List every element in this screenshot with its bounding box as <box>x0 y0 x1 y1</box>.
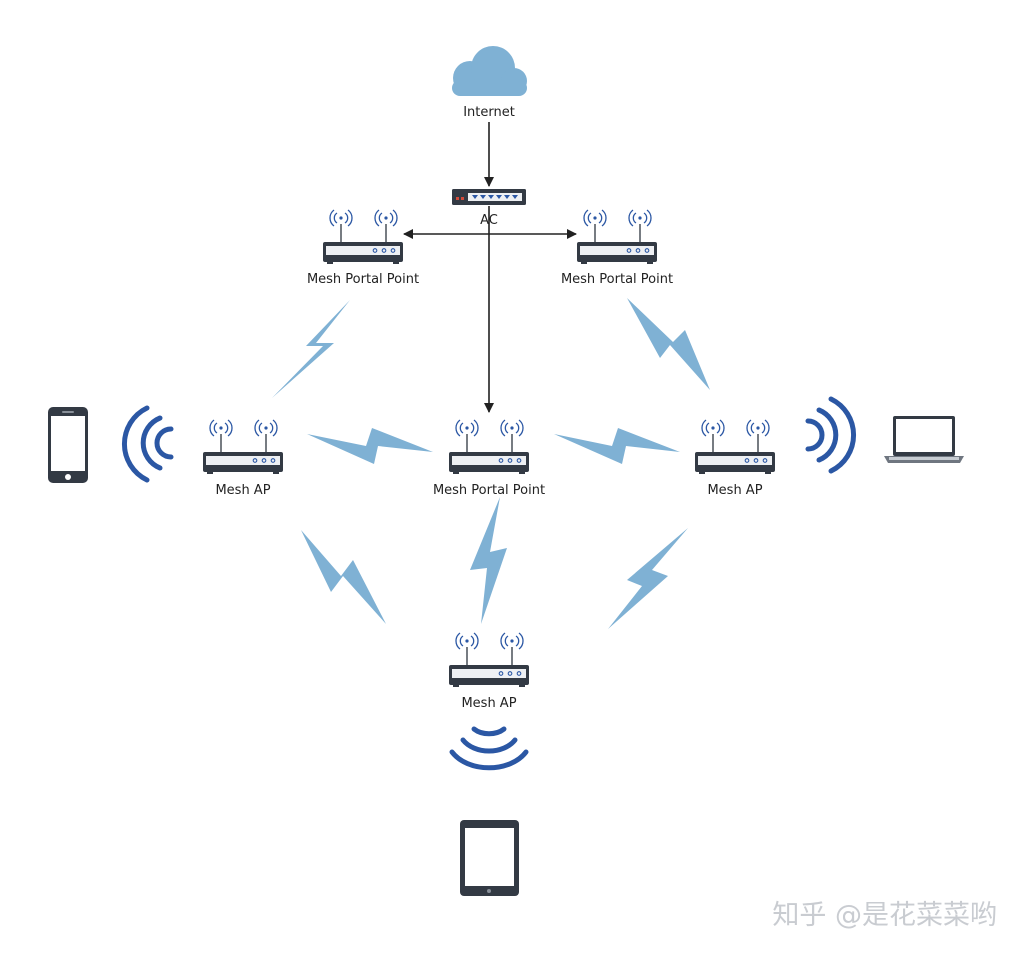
router-icon <box>576 209 658 265</box>
wifi-wave-left <box>122 405 174 483</box>
wireless-link-portal-left-ap-left <box>272 300 350 398</box>
internet-node: Internet <box>452 46 527 120</box>
ap-right-label: Mesh AP <box>707 483 762 498</box>
ap-left-label: Mesh AP <box>215 483 270 498</box>
portal-left-node: Mesh Portal Point <box>307 209 419 287</box>
wired-links <box>403 122 577 413</box>
wireless-link-portal-center-ap-right <box>554 428 680 464</box>
wifi-wave-bottom <box>449 726 529 771</box>
portal-center-node: Mesh Portal Point <box>433 419 545 498</box>
portal-right-label: Mesh Portal Point <box>561 272 673 287</box>
ac-label: AC <box>480 213 498 228</box>
laptop-client <box>884 416 964 463</box>
wireless-link-portal-center-ap-bottom <box>470 497 507 624</box>
laptop-icon <box>884 416 964 463</box>
router-icon <box>694 419 776 475</box>
router-icon <box>448 632 530 688</box>
router-icon <box>202 419 284 475</box>
phone-client <box>48 407 88 483</box>
portal-right-node: Mesh Portal Point <box>561 209 673 287</box>
ap-bottom-label: Mesh AP <box>461 696 516 711</box>
internet-label: Internet <box>463 105 515 120</box>
wireless-link-ap-left-portal-center <box>307 428 433 464</box>
switch-icon <box>452 189 526 205</box>
ap-right-node: Mesh AP <box>694 419 776 498</box>
portal-center-label: Mesh Portal Point <box>433 483 545 498</box>
wireless-links <box>272 298 710 629</box>
router-icon <box>448 419 530 475</box>
ap-bottom-node: Mesh AP <box>448 632 530 711</box>
tablet-icon <box>460 820 519 896</box>
portal-left-label: Mesh Portal Point <box>307 272 419 287</box>
tablet-client <box>460 820 519 896</box>
wireless-link-ap-right-ap-bottom <box>608 528 688 629</box>
router-icon <box>322 209 404 265</box>
cloud-icon <box>452 46 527 96</box>
watermark: 知乎 @是花菜菜哟 <box>772 900 997 931</box>
wireless-link-ap-left-ap-bottom <box>301 530 386 624</box>
wireless-link-portal-right-ap-right <box>627 298 710 390</box>
wifi-wave-right <box>805 396 856 474</box>
ac-node: AC <box>452 189 526 228</box>
ap-left-node: Mesh AP <box>202 419 284 498</box>
phone-icon <box>48 407 88 483</box>
